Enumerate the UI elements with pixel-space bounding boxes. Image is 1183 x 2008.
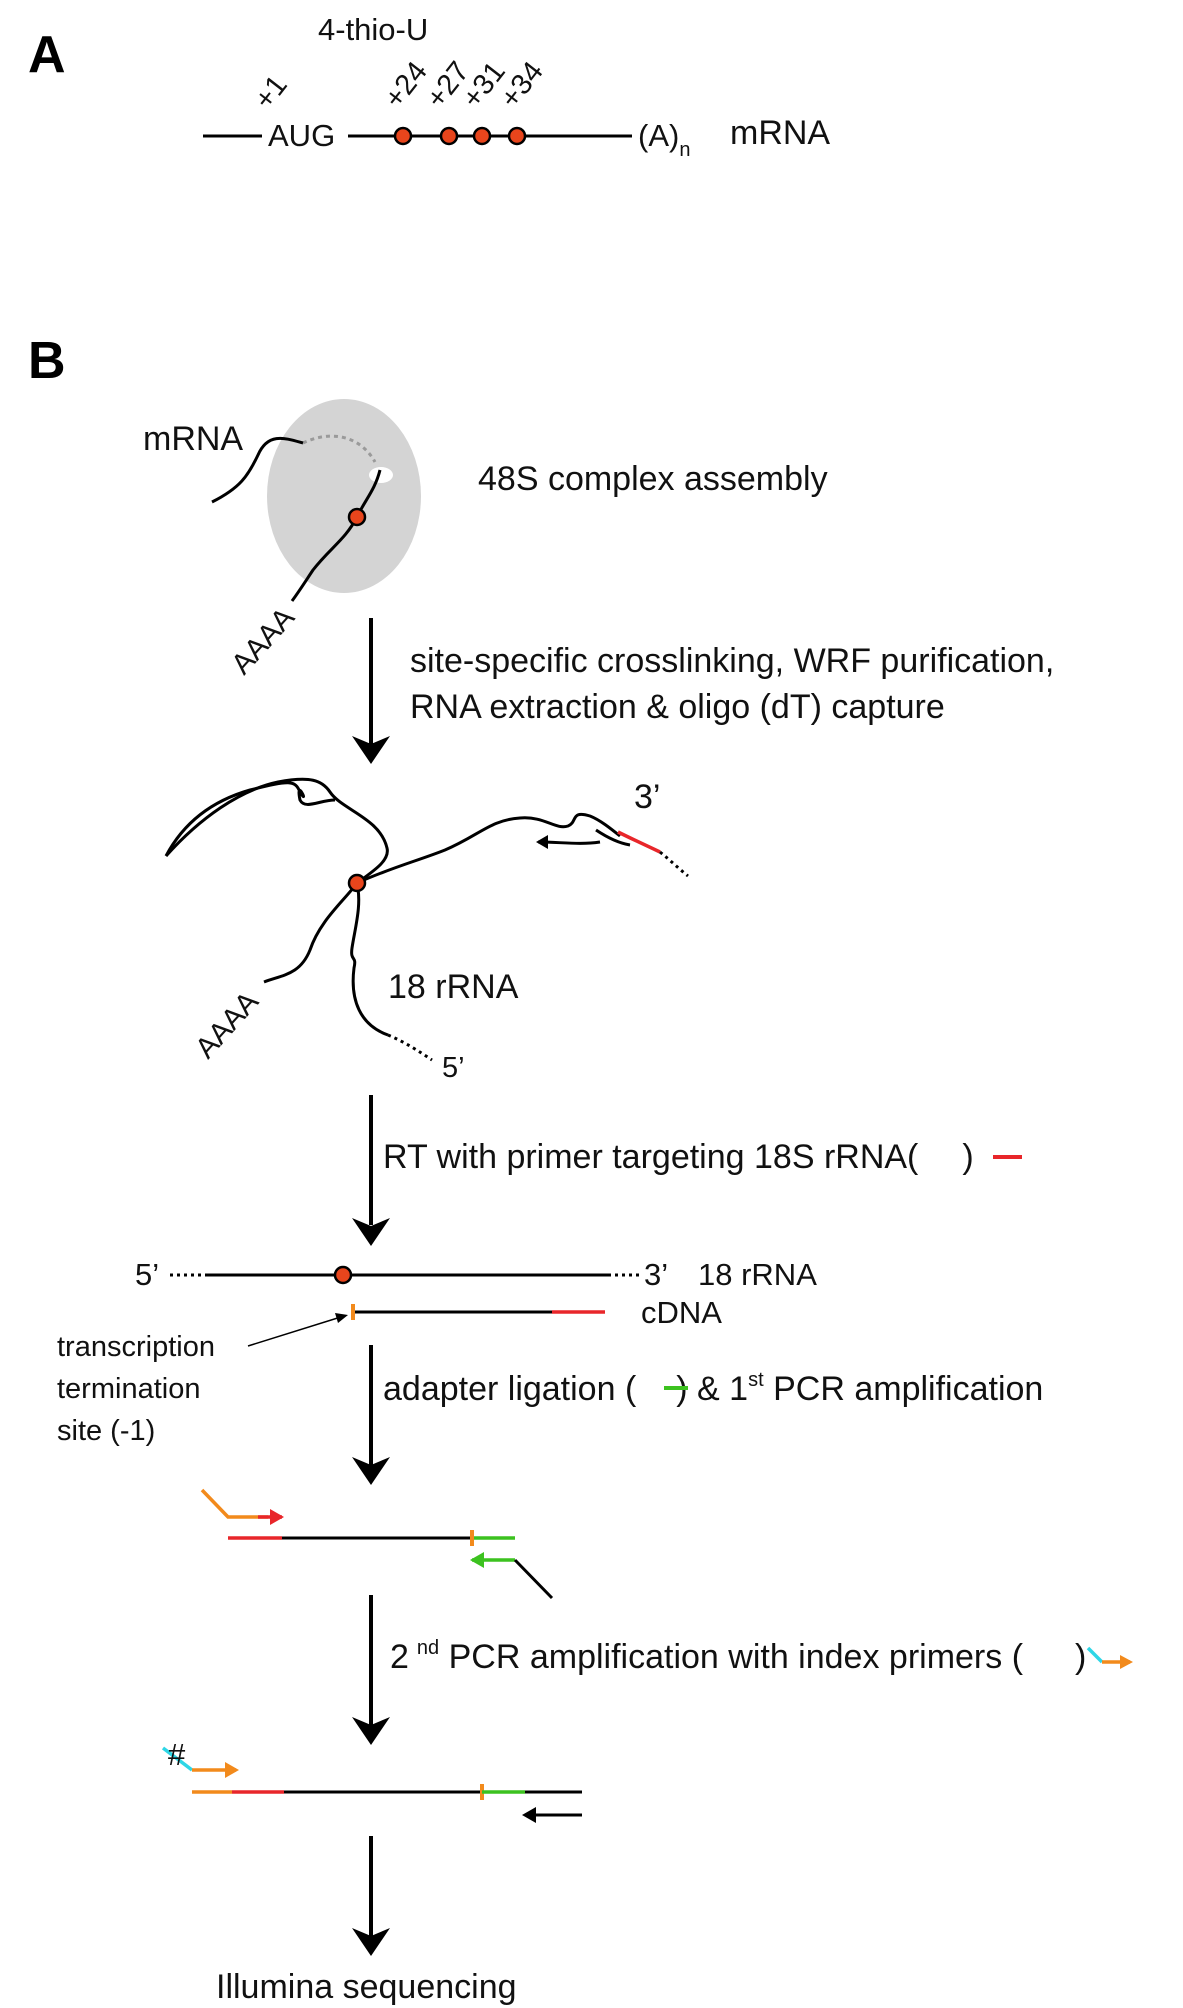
rt-primer-upper [595,828,631,847]
polya-tail-label-2: AAAA [189,985,265,1064]
48s-complex [211,399,421,602]
mrna-inside-dotted [302,434,377,463]
polya-arm [263,882,359,984]
mrna-3-end-strand [290,469,382,602]
panel-a-label: A [28,26,66,84]
index-primer-cyan [161,1746,194,1772]
linear-3-prime: 3’ [644,1257,668,1292]
start-position-label: +1 [248,70,294,116]
rev-primer-arrowhead-2 [522,1807,536,1823]
complex-label: 48S complex assembly [478,460,828,498]
crosslink-site-27 [439,126,459,146]
index-primer-legend [1086,1646,1133,1669]
fwd-primer-tail [200,1488,268,1519]
rrna-3-prime: 3’ [634,778,660,816]
rev-primer-tail [513,1558,554,1600]
crosslink-dot [347,507,367,527]
step3-label: adapter ligation () & 1st PCR amplificat… [383,1369,1043,1408]
flow-arrowhead-2 [352,1218,390,1246]
start-codon-label: AUG [268,118,335,153]
termination-line3: site (-1) [57,1415,155,1447]
termination-pointer [247,1315,345,1347]
flow-arrowhead-5 [352,1928,390,1956]
crosslink-dot [347,873,367,893]
flow-arrowhead-3 [352,1457,390,1485]
mrna-label: mRNA [143,420,243,458]
step1-line2: RNA extraction & oligo (dT) capture [410,688,945,726]
rrna-3-arm [356,812,621,885]
position-label-34: +34 [494,56,550,114]
cdna-label: cDNA [641,1295,722,1330]
rt-arrowhead [536,835,548,849]
rrna-5-prime: 5’ [442,1052,465,1084]
linear-rrna-label: 18 rRNA [698,1257,817,1292]
crosslink-site-24 [393,126,413,146]
crosslink-site-34 [507,126,527,146]
polya-tail-label: AAAA [225,601,301,680]
second-pcr-product [161,1746,582,1823]
rt-primer-red [617,830,661,854]
step2-label: RT with primer targeting 18S rRNA() [383,1138,974,1176]
rrna-3-dotted [659,850,689,878]
mrna-schematic [203,126,632,146]
crosslink-dot [333,1265,353,1285]
modification-label: 4-thio-U [318,12,428,47]
polya-label: (A)n [638,118,690,161]
index-primer-arrowhead [225,1762,239,1778]
position-label-24: +24 [378,56,434,114]
linear-5-prime: 5’ [135,1257,159,1292]
crosslink-site-31 [472,126,492,146]
termination-line1: transcription [57,1331,215,1363]
index-symbol: # [168,1737,186,1772]
rev-primer-arrowhead [470,1552,484,1568]
termination-pointer-head [335,1313,348,1323]
termination-line2: termination [57,1373,200,1405]
first-pcr-product [200,1488,554,1600]
flow-arrowhead-1 [352,736,390,764]
molecule-label: mRNA [730,114,830,152]
final-step-label: Illumina sequencing [216,1968,517,2006]
flow-arrowhead-4 [352,1717,390,1745]
cdna-hybrid [170,1265,640,1347]
ribosome-40s [267,399,421,593]
mrna-arm-upper [164,777,389,885]
mrna-5-end-strand [211,437,304,504]
rrna-label: 18 rRNA [388,968,519,1006]
mrna-channel [369,467,393,483]
step1-line1: site-specific crosslinking, WRF purifica… [410,642,1054,680]
fwd-primer-arrowhead [270,1509,284,1525]
panel-b-label: B [28,332,66,390]
rrna-5-dotted [387,1033,433,1062]
rrna-5-arm [350,882,389,1037]
crosslinked-hybrid [164,777,689,1062]
mrna-5-arm [164,781,336,857]
